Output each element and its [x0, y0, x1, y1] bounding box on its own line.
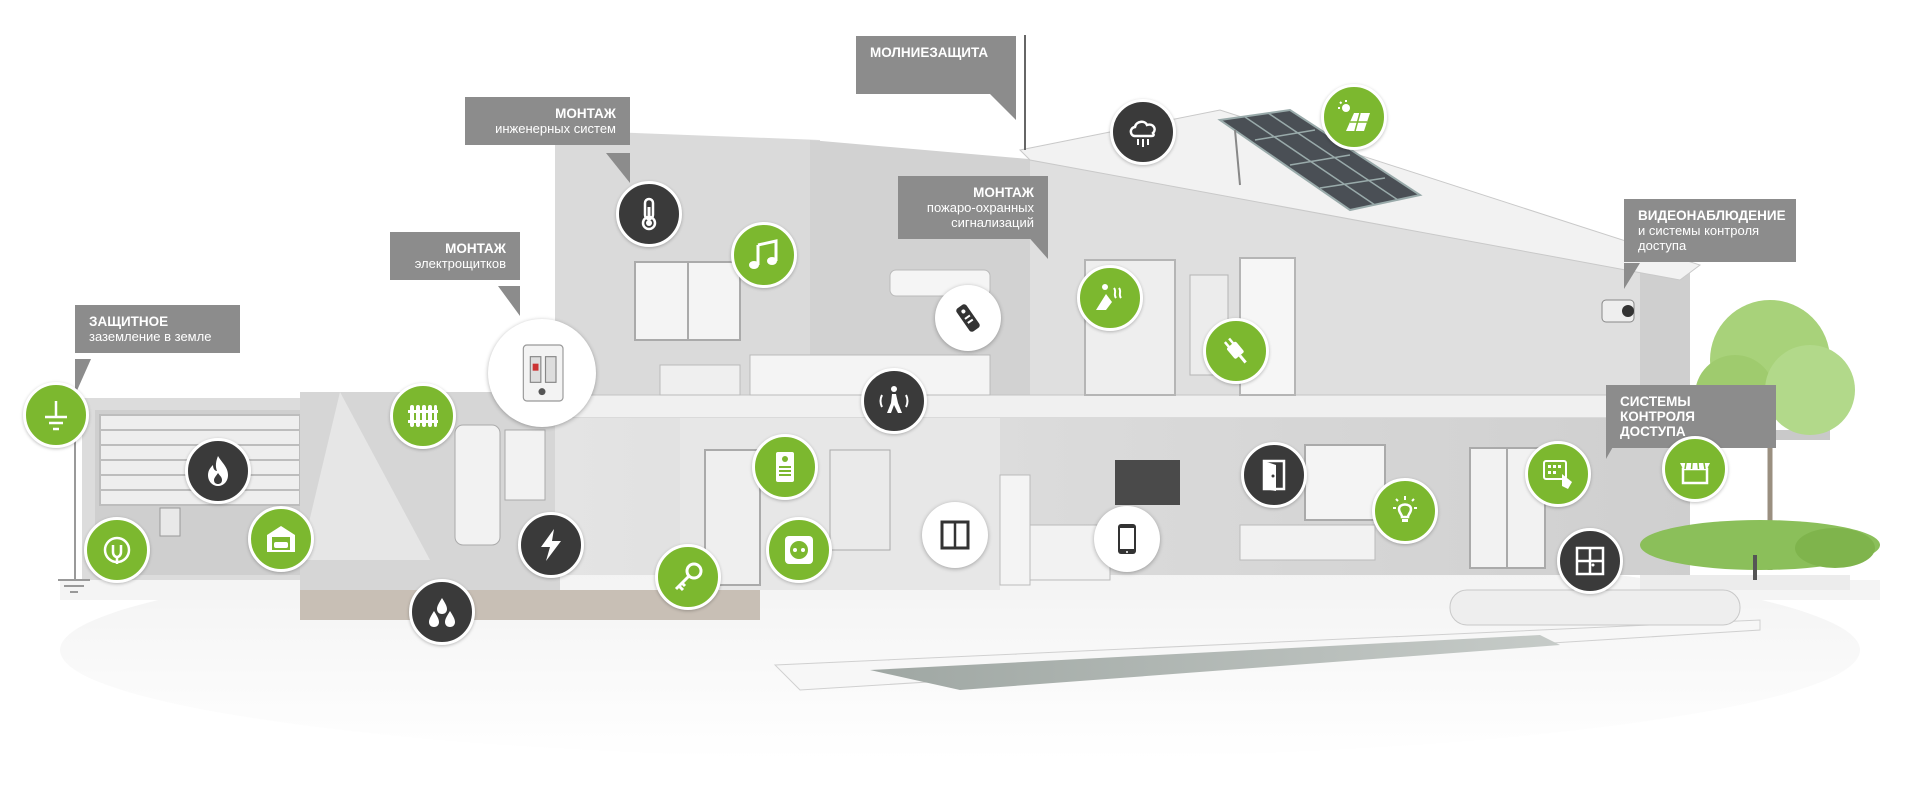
callout-fire-alarm-pointer [1025, 233, 1048, 259]
callout-cctv-subtitle-1: и системы контроля [1638, 223, 1760, 238]
callout-grounding-subtitle: заземление в земле [89, 329, 212, 344]
callout-cctv: ВИДЕОНАБЛЮДЕНИЕ и системы контроля досту… [1624, 199, 1796, 262]
ground-icon[interactable] [23, 382, 89, 448]
callout-grounding: ЗАЩИТНОЕ заземление в земле [75, 305, 240, 353]
callout-grounding-pointer [75, 359, 91, 395]
shower-heating-icon[interactable] [1077, 265, 1143, 331]
callout-engineering: МОНТАЖ инженерных систем [465, 97, 630, 145]
callout-panels-subtitle: электрощитков [414, 256, 506, 271]
callout-access-title-2: ДОСТУПА [1620, 424, 1686, 439]
tablet-icon[interactable] [1094, 506, 1160, 572]
power-outlet-icon[interactable] [766, 517, 832, 583]
breaker-icon[interactable] [488, 319, 596, 427]
solar-panel-icon[interactable] [1321, 84, 1387, 150]
window-shutter-icon[interactable] [1557, 528, 1623, 594]
callout-engineering-pointer [606, 153, 630, 183]
water-drops-icon[interactable] [409, 579, 475, 645]
lightning-bolt-icon[interactable] [518, 512, 584, 578]
pool-cover [1449, 589, 1741, 626]
light-switch-icon[interactable] [922, 502, 988, 568]
radiator-icon[interactable] [390, 383, 456, 449]
intercom-icon[interactable] [752, 434, 818, 500]
solar-panel [1217, 108, 1423, 212]
plug-power-icon[interactable] [1203, 318, 1269, 384]
callout-cctv-subtitle-2: доступа [1638, 238, 1687, 253]
weather-cloud-icon[interactable] [1110, 99, 1176, 165]
remote-control-icon[interactable] [935, 285, 1001, 351]
callout-fire-alarm-title: МОНТАЖ [973, 185, 1034, 200]
lamp-icon[interactable] [1372, 478, 1438, 544]
callout-engineering-subtitle: инженерных систем [495, 121, 616, 136]
door-icon[interactable] [1241, 442, 1307, 508]
callout-panels: МОНТАЖ электрощитков [390, 232, 520, 280]
callout-cctv-pointer [1624, 263, 1640, 289]
callout-panels-pointer [498, 286, 520, 316]
thermometer-icon[interactable] [616, 181, 682, 247]
callout-panels-title: МОНТАЖ [445, 241, 506, 256]
callout-lightning-title: МОЛНИЕЗАЩИТА [870, 45, 989, 60]
access-keypad-icon[interactable] [1525, 441, 1591, 507]
pool-water [870, 635, 1560, 690]
garage-icon[interactable] [248, 506, 314, 572]
callout-lightning: МОЛНИЕЗАЩИТА [856, 36, 1016, 94]
motion-sensor-icon[interactable] [861, 368, 927, 434]
music-icon[interactable] [731, 222, 797, 288]
callout-lightning-pointer [990, 94, 1016, 120]
callout-access-pointer [1606, 431, 1622, 459]
awning-icon[interactable] [1662, 436, 1728, 502]
callout-engineering-title: МОНТАЖ [555, 106, 616, 121]
key-icon[interactable] [655, 544, 721, 610]
callout-access-title-1: СИСТЕМЫ КОНТРОЛЯ [1620, 394, 1695, 424]
callout-fire-alarm: МОНТАЖ пожаро-охранных сигнализаций [898, 176, 1048, 239]
fire-icon[interactable] [185, 438, 251, 504]
upper-right-wall [1030, 150, 1640, 400]
callout-fire-alarm-subtitle-1: пожаро-охранных [926, 200, 1034, 215]
callout-cctv-title: ВИДЕОНАБЛЮДЕНИЕ [1638, 208, 1786, 223]
socket-plug-icon[interactable] [84, 517, 150, 583]
callout-fire-alarm-subtitle-2: сигнализаций [951, 215, 1034, 230]
callout-grounding-title: ЗАЩИТНОЕ [89, 314, 169, 329]
